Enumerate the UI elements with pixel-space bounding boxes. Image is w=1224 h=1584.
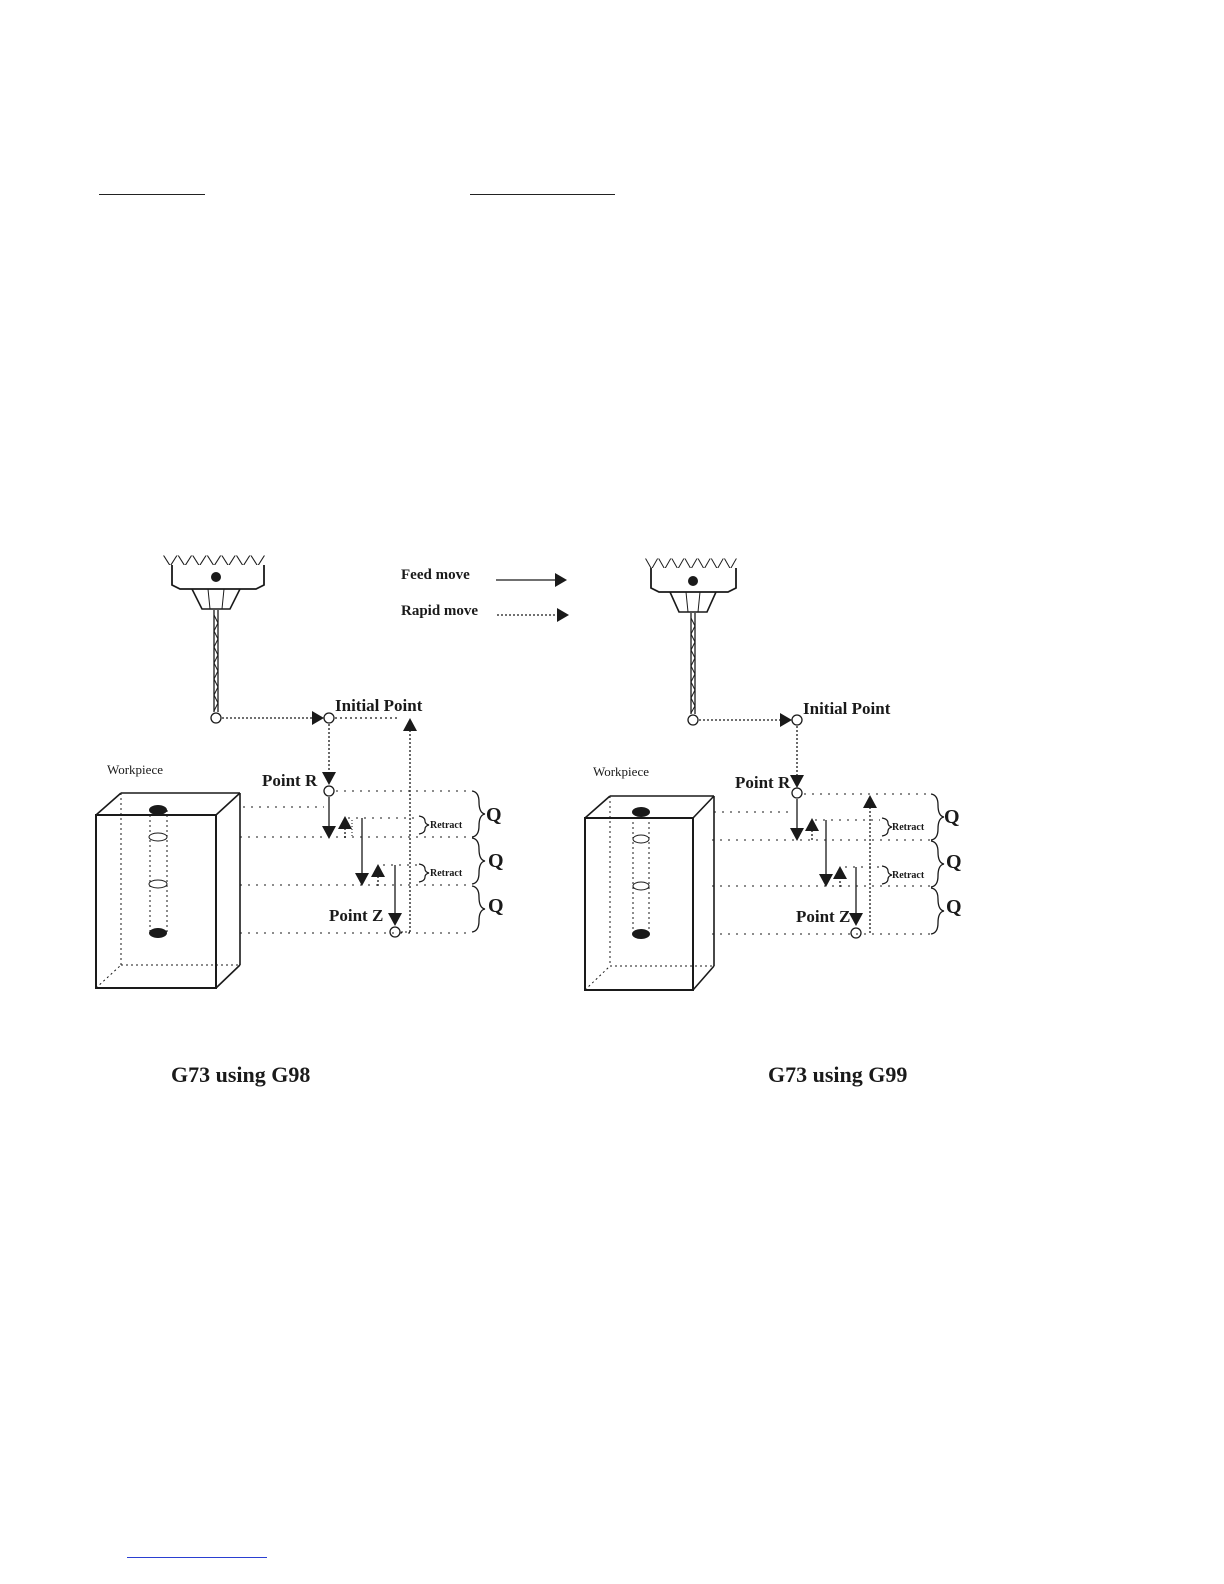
retract-label-2: Retract [430, 868, 463, 879]
retract-label-4: Retract [892, 870, 925, 881]
spindle-icon: \/\/\/\/\/\/\/ [645, 556, 738, 612]
initial-point-label: Initial Point [803, 699, 891, 718]
svg-text:\/\/\/\/\/\/\/: \/\/\/\/\/\/\/ [163, 553, 266, 569]
initial-point-label: Initial Point [335, 696, 423, 715]
q-label-6: Q [946, 896, 962, 918]
spindle-icon: \/\/\/\/\/\/\/ [163, 553, 266, 609]
q-label-5: Q [946, 851, 962, 873]
legend-rapid-label: Rapid move [401, 603, 478, 619]
legend-feed-label: Feed move [401, 567, 470, 583]
q-label-4: Q [944, 806, 960, 828]
workpiece-label-left: Workpiece [107, 762, 163, 777]
caption-g99: G73 using G99 [768, 1062, 907, 1088]
drill-bit-icon [691, 613, 695, 714]
point-z-label: Point Z [796, 907, 850, 926]
caption-g98: G73 using G98 [171, 1062, 310, 1088]
svg-text:\/\/\/\/\/\/\/: \/\/\/\/\/\/\/ [645, 556, 738, 572]
retract-label-1: Retract [430, 820, 463, 831]
q-label-2: Q [488, 850, 504, 872]
legend-feed-arrow-icon [555, 573, 567, 587]
q-label-3: Q [488, 895, 504, 917]
drill-bit-icon [214, 610, 218, 712]
workpiece-label-right: Workpiece [593, 764, 649, 779]
point-r-label: Point R [735, 773, 791, 792]
q-label-1: Q [486, 804, 502, 826]
workpiece-block-left [96, 793, 240, 988]
workpiece-block-right [585, 796, 714, 990]
point-r-label: Point R [262, 771, 318, 790]
legend: Feed move Rapid move [401, 567, 569, 622]
point-z-label: Point Z [329, 906, 383, 925]
retract-label-3: Retract [892, 822, 925, 833]
diagram-g99: \/\/\/\/\/\/\/ Initial Point Point R [585, 556, 962, 990]
legend-rapid-arrow-icon [557, 608, 569, 622]
